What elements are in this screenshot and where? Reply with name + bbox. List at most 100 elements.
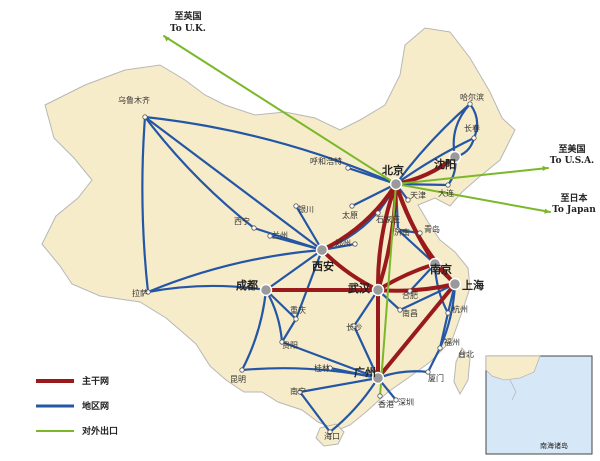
node-kunming: [239, 367, 245, 373]
node-nanning: [297, 389, 303, 395]
label-changchun: 长春: [464, 123, 480, 133]
regional-link-guangzhou-nanning: [298, 376, 380, 394]
node-guilin: [327, 365, 333, 371]
label-beijing: 北京: [382, 163, 404, 177]
label-shijiazhuang: 石家庄: [376, 214, 400, 224]
label-guiyang: 贵阳: [282, 340, 298, 350]
node-wuhan: [371, 283, 385, 297]
south-china-sea-inset: 南海诸岛: [485, 355, 593, 455]
label-xian: 西安: [312, 259, 334, 273]
taiwan-island: [453, 347, 471, 396]
label-chongqing: 重庆: [290, 305, 306, 315]
label-zhengzhou: 郑州: [335, 238, 351, 248]
node-xining: [251, 225, 257, 231]
label-shenyang: 沈阳: [434, 157, 456, 171]
node-haikou: [327, 429, 333, 435]
node-guangzhou: [371, 371, 385, 385]
node-lhasa: [145, 289, 151, 295]
regional-link-urumqi-lhasa: [141, 115, 150, 294]
trunk-link-wuhan-shanghai: [376, 282, 457, 293]
label-nanning: 南宁: [290, 386, 306, 396]
node-hefei: [407, 288, 413, 294]
inset-label: 南海诸岛: [540, 441, 568, 450]
node-zhuhai: [377, 393, 383, 399]
arrow-uk-icon: [164, 36, 170, 42]
node-nanchang: [397, 307, 403, 313]
node-changchun: [471, 135, 477, 141]
regional-link-urumqi-beijing: [143, 115, 398, 186]
node-taiyuan: [349, 203, 355, 209]
regional-link-xian-chongqing: [294, 248, 324, 321]
external-label-japan: 至日本 To Japan: [552, 192, 596, 215]
node-zhengzhou: [352, 241, 358, 247]
international-link-japan: [395, 183, 551, 213]
label-dalian: 大连: [438, 188, 454, 198]
regional-link-guangzhou-haikou: [328, 376, 380, 434]
regional-link-lhasa-chengdu: [146, 284, 268, 294]
regional-link-urumqi-xining: [143, 115, 256, 230]
label-harbin: 哈尔滨: [460, 92, 484, 102]
label-kunming: 昆明: [230, 375, 246, 384]
hainan-island: [315, 423, 345, 447]
node-xiamen: [425, 369, 431, 375]
trunk-link-beijing-wuhan: [375, 182, 398, 292]
node-beijing: [389, 177, 403, 191]
regional-link-guiyang-guangzhou: [280, 340, 380, 380]
external-japan-en: To Japan: [552, 205, 596, 215]
external-label-usa: 至美国 To U.S.A.: [550, 143, 594, 166]
node-shanghai: [448, 277, 462, 291]
regional-link-lhasa-xian: [146, 248, 324, 294]
label-nanjing: 南京: [430, 262, 452, 276]
node-tianjin: [405, 197, 411, 203]
label-haikou: 海口: [324, 431, 340, 441]
label-zhuhai: 香港: [378, 399, 394, 409]
label-yinchuan: 银川: [298, 204, 314, 214]
label-lanzhou: 兰州: [272, 230, 288, 240]
label-jinan: 济南: [394, 227, 410, 237]
trunk-link-guangzhou-shanghai: [376, 282, 457, 380]
label-chengdu: 成都: [236, 278, 258, 292]
node-shijiazhuang: [375, 210, 381, 216]
trunk-link-beijing-xian: [320, 182, 398, 252]
node-jinan: [395, 227, 401, 233]
label-shanghai: 上海: [462, 278, 484, 292]
trunk-link-xian-wuhan: [320, 248, 380, 292]
node-chengdu: [259, 283, 273, 297]
label-urumqi: 乌鲁木齐: [118, 95, 150, 105]
label-hohhot: 呼和浩特: [310, 156, 342, 166]
label-wuhan: 武汉: [348, 281, 371, 295]
label-lhasa: 拉萨: [132, 288, 148, 298]
label-shenzhen: 深圳: [398, 397, 414, 407]
node-chongqing: [293, 316, 299, 322]
label-xiamen: 厦门: [428, 373, 444, 383]
international-link-uk: [163, 35, 397, 185]
node-guiyang: [279, 339, 285, 345]
external-japan-zh: 至日本: [560, 192, 588, 204]
label-hefei: 合肥: [402, 290, 418, 300]
external-uk-zh: 至英国: [174, 10, 201, 22]
legend-regional-label: 地区网: [82, 400, 109, 412]
china-landmass: [41, 27, 516, 431]
arrow-usa-icon: [542, 165, 548, 171]
external-label-uk: 至英国 To U.K.: [170, 10, 206, 34]
regional-link-urumqi-xian: [143, 115, 324, 252]
legend: 主干网 地区网 对外出口: [36, 375, 118, 437]
label-hangzhou: 杭州: [452, 304, 468, 314]
node-taipei: [459, 352, 465, 358]
label-tianjin: 天津: [410, 190, 426, 200]
regional-link-harbin-changchun: [468, 102, 479, 140]
node-shenyang: [448, 150, 462, 164]
legend-international-label: 对外出口: [82, 425, 118, 437]
label-xining: 西宁: [234, 216, 250, 226]
label-fuzhou: 福州: [444, 338, 460, 347]
regional-link-beijing-changchun: [394, 136, 476, 186]
node-hohhot: [345, 165, 351, 171]
node-xian: [315, 243, 329, 257]
node-changsha: [351, 323, 357, 329]
label-guangzhou: 广州: [354, 365, 376, 379]
arrow-japan-icon: [544, 208, 550, 214]
node-nanjing: [428, 257, 442, 271]
label-taipei: 台北: [458, 349, 474, 359]
label-changsha: 长沙: [346, 322, 362, 332]
